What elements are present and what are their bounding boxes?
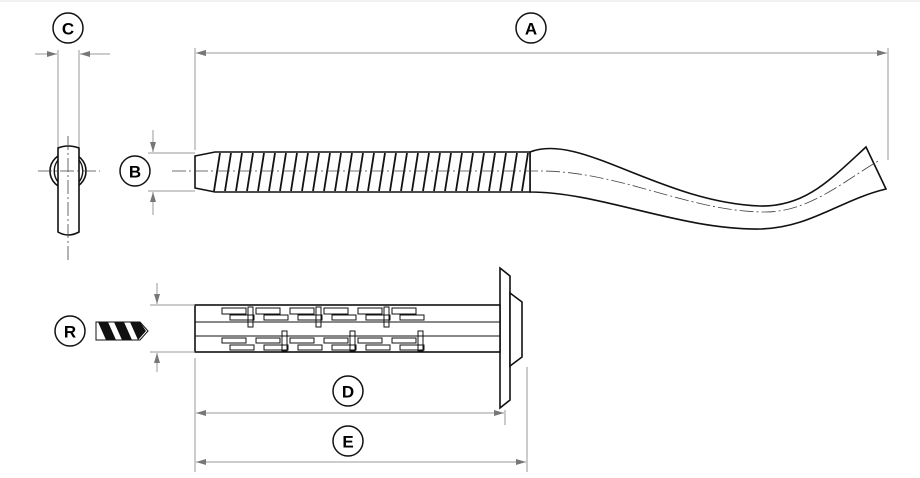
anchor-rib [383, 306, 390, 328]
thread-line [422, 152, 430, 192]
anchor-rib [323, 337, 349, 344]
anchor-rib [229, 344, 255, 351]
label-b: B [129, 163, 141, 182]
thread-line [444, 152, 452, 192]
anchor-rib [365, 314, 391, 321]
drill-bit-icon [95, 321, 149, 341]
thread-line [323, 152, 331, 192]
anchor-rib [349, 330, 356, 352]
thread-line [279, 152, 287, 192]
anchor-rib [281, 330, 288, 352]
thread-line [334, 152, 342, 192]
anchor-rib [391, 307, 417, 315]
anchor-rib [331, 314, 357, 321]
anchor-rib [263, 344, 289, 351]
anchor-rib [417, 330, 424, 352]
anchor-rib [255, 307, 281, 315]
anchor-plug-view [194, 266, 523, 410]
anchor-rib [221, 337, 247, 344]
label-a: A [525, 20, 537, 39]
label-circle-r [54, 315, 86, 347]
dimension-r-height: R [54, 283, 195, 372]
thread-line [235, 152, 243, 192]
label-circle-b [119, 155, 151, 187]
thread-line [433, 152, 441, 192]
dimension-d: D [194, 358, 506, 472]
dimension-c: C [35, 12, 110, 160]
thread-line [510, 152, 518, 192]
anchor-rib [289, 337, 315, 344]
anchor-rib [357, 337, 383, 344]
thread-line [257, 152, 265, 192]
thread-line [345, 152, 353, 192]
anchor-rib [399, 314, 425, 321]
thread-line [499, 152, 507, 192]
thread-line [268, 152, 276, 192]
thread-line [246, 152, 254, 192]
label-c: C [62, 20, 74, 39]
anchor-rib [357, 307, 383, 315]
thread-line [389, 152, 397, 192]
anchor-rib [315, 306, 322, 328]
label-circle-a [515, 12, 547, 44]
thread-line [290, 152, 298, 192]
anchor-rib [263, 314, 289, 321]
label-r: R [64, 323, 76, 342]
thread-line [488, 152, 496, 192]
thread-line [411, 152, 419, 192]
thread-line [378, 152, 386, 192]
label-e: E [342, 433, 353, 452]
anchor-rib [289, 307, 315, 315]
label-circle-c [52, 12, 84, 44]
dimension-a: A [194, 12, 889, 160]
thread-line [213, 152, 221, 192]
thread-line [466, 152, 474, 192]
label-circle-d [332, 375, 364, 407]
anchor-rib [229, 314, 255, 321]
thread-line [455, 152, 463, 192]
anchor-rib [297, 314, 323, 321]
label-circle-e [332, 425, 364, 457]
dimension-b: B [119, 130, 195, 215]
thread-line [301, 152, 309, 192]
anchor-rib [247, 306, 254, 328]
thread-line [521, 152, 529, 192]
anchor-rib [365, 344, 391, 351]
label-d: D [342, 383, 354, 402]
screw-side-view [172, 145, 888, 230]
anchor-rib [221, 307, 247, 315]
thread-line [224, 152, 232, 192]
cross-section-view [38, 136, 100, 260]
anchor-rib [323, 307, 349, 315]
thread-line [367, 152, 375, 192]
thread-line [356, 152, 364, 192]
anchor-rib [331, 344, 357, 351]
anchor-rib [255, 337, 281, 344]
thread-line [312, 152, 320, 192]
thread-line [400, 152, 408, 192]
thread-line [477, 152, 485, 192]
anchor-rib [297, 344, 323, 351]
dimension-e: E [196, 367, 528, 472]
anchor-rib [391, 337, 417, 344]
anchor-rib [399, 344, 425, 351]
